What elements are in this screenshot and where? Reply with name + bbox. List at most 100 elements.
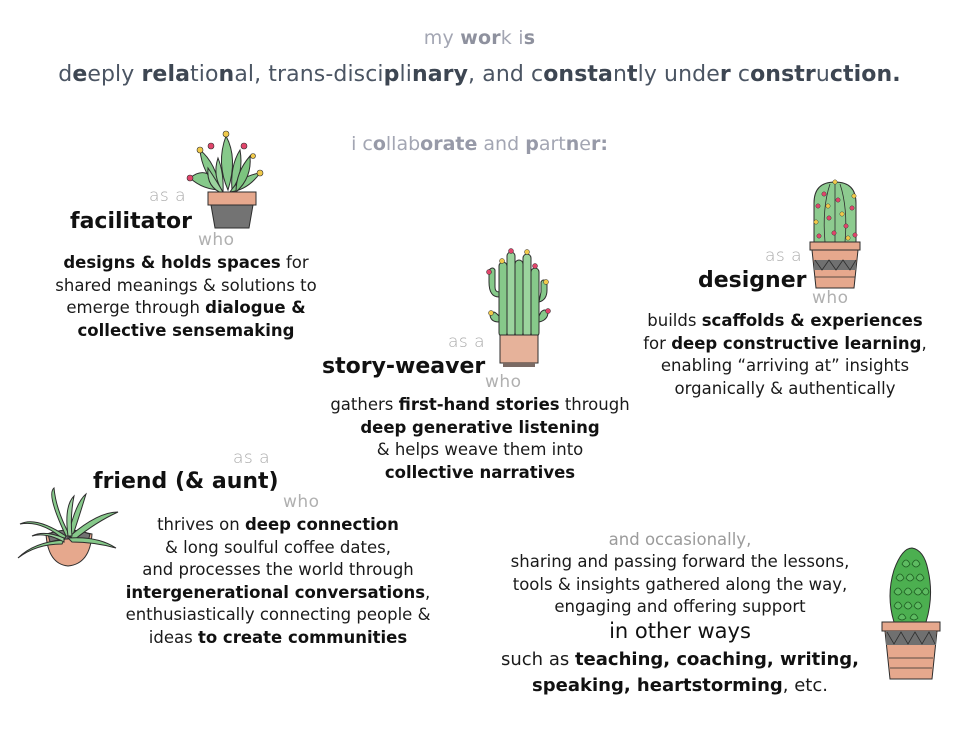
text: e [579,133,591,155]
description-line: for deep constructive learning, [630,333,940,356]
bold-text: onstr [750,62,816,87]
text: for [643,333,672,353]
text: enthusiastically connecting people & [125,605,431,624]
bold-text: n [218,62,235,87]
text: d [58,62,73,87]
bold-text: wo [460,27,492,49]
text: and [477,133,526,155]
text: & long soulful coffee dates, [165,537,391,557]
text: such as [501,649,575,670]
bold-text: r: [590,133,608,155]
who-label: who [198,230,235,250]
text: , and c [468,62,544,87]
as-a-label: as a [149,186,187,206]
text: tio [190,62,219,87]
bold-text: nary [411,62,469,87]
text: enabling “arriving at” insights [660,356,910,375]
text: , [425,582,431,602]
role-description-friend: thrives on deep connection& long soulful… [98,514,458,649]
bold-text: scaffolds & experiences [701,311,923,330]
text: n [612,62,627,87]
text: emerge through [66,298,206,317]
as-a-label: as a [765,246,803,266]
bold-text: first-hand stories [398,395,560,414]
description-line: shared meanings & solutions to [36,275,336,298]
bold-text: p [383,62,400,87]
text: ideas [148,627,198,647]
description-line: thrives on deep connection [98,514,458,537]
as-a-label: as a [448,332,486,352]
text: k i [500,27,524,49]
barrel-cactus-icon [809,179,861,289]
occasionally-line-6: speaking, heartstorming, etc. [490,675,870,698]
bold-text: orate [420,133,478,155]
headline: deeply relational, trans-disciplinary, a… [0,62,959,87]
description-line: enthusiastically connecting people & [98,604,458,627]
text: builds [647,311,702,330]
description-line: collective sensemaking [36,320,336,343]
who-label: who [812,288,849,308]
bold-text: s [523,27,536,49]
text: for [280,253,309,272]
description-line: & helps weave them into [310,439,650,462]
text: al, trans-disci [234,62,384,87]
text: organically & authentically [674,378,896,398]
bold-text: deep generative listening [360,417,600,437]
role-title-story-weaver: story-weaver [322,354,486,379]
description-line: intergenerational conversations, [98,582,458,605]
text: gathers [330,395,399,414]
role-title-friend: friend (& aunt) [93,469,279,494]
bold-text: to create communities [197,627,408,647]
bold-text: t [627,62,638,87]
bold-text: deep connection [244,515,399,534]
role-title-designer: designer [698,268,807,293]
occasionally-line-2: tools & insights gathered along the way, [512,575,848,594]
bold-text: r [719,62,731,87]
role-title-facilitator: facilitator [70,209,192,234]
occasionally-label: and occasionally, [608,530,752,549]
role-description-story-weaver: gathers first-hand stories through deep g… [310,394,650,484]
description-line: collective narratives [310,462,650,485]
description-line: designs & holds spaces for [36,252,336,275]
bold-text: o [372,133,386,155]
bold-text: deep constructive learning [671,333,922,353]
intro-line: my work is [0,27,959,49]
description-line: and processes the world through [98,559,458,582]
text: u [815,62,830,87]
bold-text: ction. [829,62,901,87]
description-line: & long soulful coffee dates, [98,537,458,560]
text: and processes the world through [142,560,414,579]
spider-plant-icon [17,487,119,567]
bold-text: n [565,133,580,155]
description-line: deep generative listening [310,417,650,440]
occasionally-line-5: such as teaching, coaching, writing, [490,649,870,672]
text: & helps weave them into [376,440,584,459]
text: art [538,133,566,155]
columnar-cactus-icon [486,248,551,367]
artichoke-cactus-icon [881,547,941,680]
agave-succulent-icon [186,130,264,229]
bold-text: onsta [543,62,613,87]
text: thrives on [157,515,245,534]
bold-text: speaking, heartstorming [532,675,783,696]
text: li [399,62,412,87]
bold-text: teaching, coaching, writing, [574,649,859,670]
bold-text: r [491,27,501,49]
text: , etc. [782,675,828,696]
description-line: ideas to create communities [98,627,458,650]
bold-text: intergenerational conversations [125,582,426,602]
text: , [921,333,927,353]
text: through [559,395,630,414]
bold-text: rela [141,62,191,87]
text: my [423,27,461,49]
bold-text: dialogue & [205,298,306,317]
bold-text: collective sensemaking [77,320,295,340]
description-line: enabling “arriving at” insights [630,355,940,378]
text: c [730,62,751,87]
description-line: builds scaffolds & experiences [630,310,940,333]
bold-text: designs & holds spaces [63,253,281,272]
who-label: who [283,492,320,512]
text: ly unde [637,62,720,87]
as-a-label: as a [233,448,271,468]
